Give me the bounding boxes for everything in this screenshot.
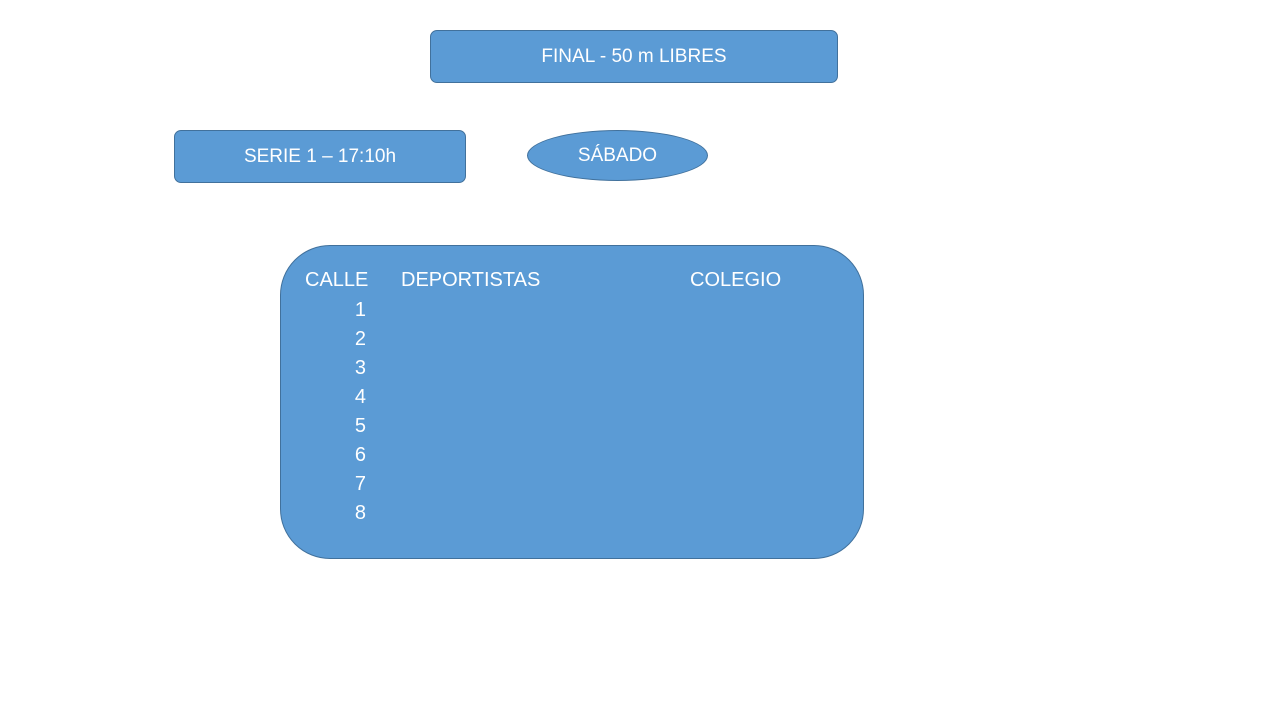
lane-list: 1 2 3 4 5 6 7 8 bbox=[305, 296, 366, 528]
header-school: COLEGIO bbox=[690, 269, 782, 291]
lane-number: 5 bbox=[354, 415, 366, 437]
lane-number: 3 bbox=[354, 357, 366, 379]
lane-number: 1 bbox=[354, 299, 366, 321]
lane-number: 7 bbox=[354, 473, 366, 495]
series-label: SERIE 1 – 17:10h bbox=[174, 130, 466, 183]
lane-table: CALLE DEPORTISTAS COLEGIO 1 2 3 4 5 6 7 … bbox=[280, 245, 864, 559]
event-title: FINAL - 50 m LIBRES bbox=[430, 30, 838, 83]
header-lane: CALLE bbox=[305, 269, 369, 291]
lane-number: 2 bbox=[354, 328, 366, 350]
lane-number: 4 bbox=[354, 386, 366, 408]
event-title-text: FINAL - 50 m LIBRES bbox=[541, 45, 727, 67]
series-label-text: SERIE 1 – 17:10h bbox=[243, 145, 397, 167]
day-badge-text: SÁBADO bbox=[577, 144, 658, 166]
day-badge: SÁBADO bbox=[527, 130, 708, 181]
lane-number: 6 bbox=[354, 444, 366, 466]
lane-number: 8 bbox=[354, 502, 366, 524]
header-athletes: DEPORTISTAS bbox=[401, 269, 541, 291]
